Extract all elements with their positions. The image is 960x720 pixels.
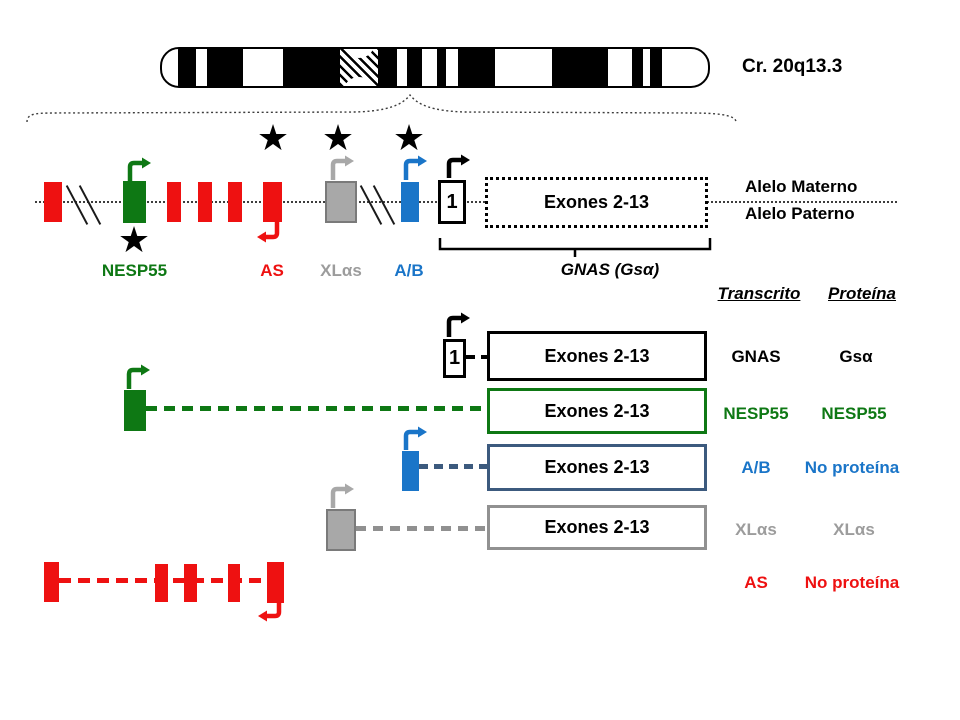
star-icon: ★ xyxy=(392,117,426,158)
exon1-box-gnas-transcript: 1 xyxy=(443,339,466,378)
genomic-break-slash xyxy=(359,185,383,225)
chromosome-location-label: Cr. 20q13.3 xyxy=(742,56,843,77)
nesp55-gene-label: NESP55 xyxy=(101,261,168,280)
allele-baseline xyxy=(35,201,897,203)
xlas-exon xyxy=(325,181,357,223)
ab-protein-name: No proteína xyxy=(804,458,900,477)
exones-box-gnas: Exones 2-13 xyxy=(487,331,707,381)
ab-gene-label: A/B xyxy=(394,261,424,280)
chromosome-band xyxy=(207,49,243,86)
star-icon: ★ xyxy=(256,117,290,158)
gnas-transcript-name: GNAS xyxy=(731,347,781,366)
paternal-allele-label: Alelo Paterno xyxy=(745,204,855,223)
xlas-transcript-name: XLαs xyxy=(735,520,777,539)
ab-transcript-exon xyxy=(402,451,419,491)
chromosome-band xyxy=(552,49,608,86)
as-transcript-name: AS xyxy=(744,573,768,592)
transcript-column-header: Transcrito xyxy=(717,284,801,303)
nesp55-promoter-arrow-icon xyxy=(127,157,151,181)
ab-transcript-arrow-icon xyxy=(403,426,427,450)
ab-exon xyxy=(401,182,419,222)
nesp55-transcript-name: NESP55 xyxy=(723,404,789,423)
gnas-protein-name: Gsα xyxy=(839,347,873,366)
as-exon xyxy=(167,182,181,222)
centromere-waist xyxy=(345,49,373,58)
nesp55-exon xyxy=(123,181,146,223)
as-transcript-exon xyxy=(44,562,59,602)
as-transcript-exon xyxy=(184,564,197,602)
xlas-transcript-exon xyxy=(326,509,356,551)
gnas-promoter-arrow-icon xyxy=(446,154,470,178)
xlas-transcript-arrow-icon xyxy=(330,483,354,508)
as-exon xyxy=(228,182,242,222)
chromosome-20-ideogram xyxy=(160,47,710,88)
chromosome-band xyxy=(632,49,643,86)
as-exon xyxy=(44,182,62,222)
protein-column-header: Proteína xyxy=(827,284,897,303)
as-exon xyxy=(198,182,212,222)
chromosome-band xyxy=(407,49,422,86)
region-brace xyxy=(26,93,737,123)
nesp55-protein-name: NESP55 xyxy=(821,404,887,423)
xlas-gene-label: XLαs xyxy=(320,261,362,280)
nesp55-transcript-exon xyxy=(124,390,146,431)
exon1-box-allele: 1 xyxy=(438,180,466,224)
nesp55-transcript-arrow-icon xyxy=(126,364,150,389)
chromosome-band xyxy=(178,49,196,86)
genomic-break-slash xyxy=(372,185,396,225)
chromosome-band xyxy=(283,49,340,86)
ab-transcript-dashline xyxy=(419,464,487,469)
chromosome-band xyxy=(458,49,495,86)
xlas-promoter-arrow-icon xyxy=(330,155,354,180)
chromosome-band xyxy=(437,49,446,86)
gnas-gene-label: GNAS (Gsα) xyxy=(560,260,660,279)
xlas-protein-name: XLαs xyxy=(833,520,875,539)
genomic-break-slash xyxy=(78,185,102,225)
nesp55-transcript-dashline xyxy=(146,406,487,411)
gnas-transcript-arrow-icon xyxy=(446,312,470,337)
exones-box-ab: Exones 2-13 xyxy=(487,444,707,491)
xlas-transcript-dashline xyxy=(356,526,487,531)
exones-2-13-box-allele: Exones 2-13 xyxy=(485,177,708,228)
gnas-connector-dash xyxy=(466,355,487,359)
as-transcript-exon xyxy=(228,564,240,602)
as-protein-name: No proteína xyxy=(804,573,900,592)
chromosome-band xyxy=(650,49,662,86)
chromosome-band xyxy=(378,49,397,86)
star-icon: ★ xyxy=(117,219,151,260)
as-transcript-exon xyxy=(155,564,168,602)
star-icon: ★ xyxy=(321,117,355,158)
exones-box-xlas: Exones 2-13 xyxy=(487,505,707,550)
exones-box-nesp55: Exones 2-13 xyxy=(487,388,707,434)
gnas-region-bracket xyxy=(438,238,712,257)
genomic-break-slash xyxy=(65,185,89,225)
ab-transcript-name: A/B xyxy=(741,458,771,477)
as-transcript-exon xyxy=(267,562,284,603)
as-promoter-exon xyxy=(263,182,282,222)
ab-promoter-arrow-icon xyxy=(403,155,427,180)
maternal-allele-label: Alelo Materno xyxy=(745,177,858,196)
as-transcript-arrow-icon xyxy=(258,603,282,622)
centromere-waist xyxy=(345,77,373,86)
as-promoter-arrow-icon xyxy=(257,222,280,243)
as-gene-label: AS xyxy=(260,261,284,280)
